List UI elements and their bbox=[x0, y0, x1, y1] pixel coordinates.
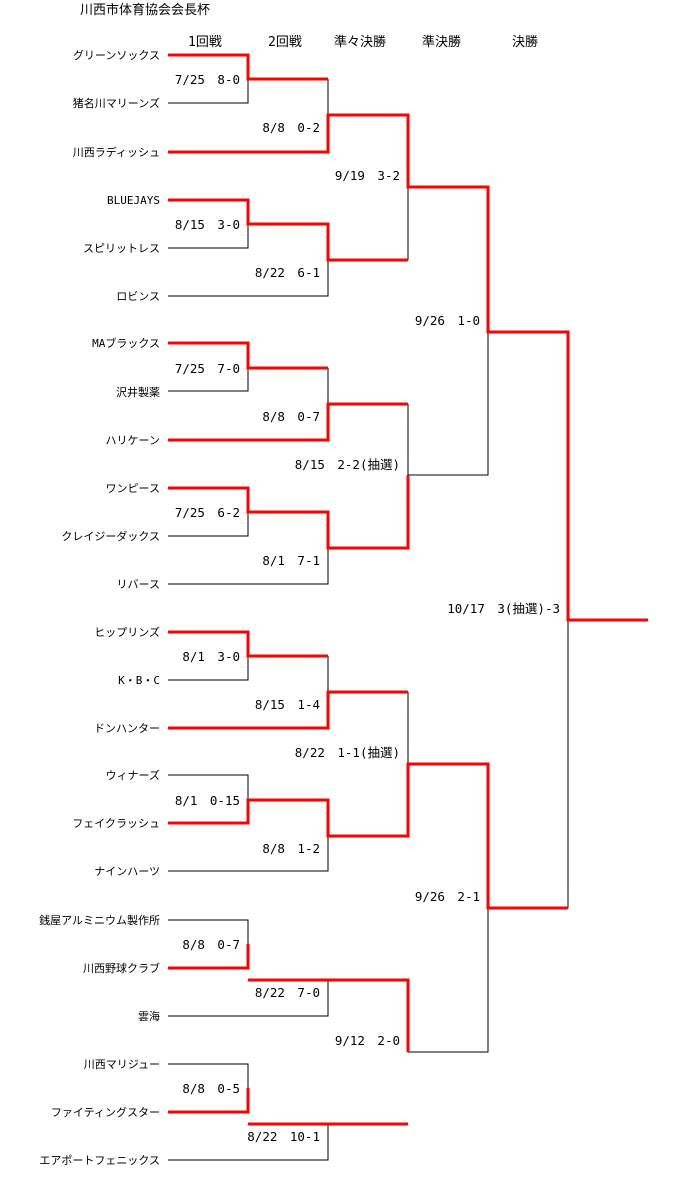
match-result-r1-8: 8/8 0-5 bbox=[182, 1081, 240, 1096]
match-result-r1-1: 7/25 8-0 bbox=[175, 72, 240, 87]
match-result-r2-8: 8/22 10-1 bbox=[247, 1129, 320, 1144]
match-result-r2-7: 8/22 7-0 bbox=[255, 985, 320, 1000]
team-name: 猪名川マリーンズ bbox=[73, 96, 160, 110]
team-name: ウィナーズ bbox=[106, 768, 160, 782]
match-result-r2-5: 8/15 1-4 bbox=[255, 697, 320, 712]
match-result-r1-3: 7/25 7-0 bbox=[175, 361, 240, 376]
team-name: リバース bbox=[117, 578, 160, 591]
match-result-r1-2: 8/15 3-0 bbox=[175, 217, 240, 232]
match-result-final: 10/17 3(抽選)-3 bbox=[447, 601, 560, 616]
match-result-r2-1: 8/8 0-2 bbox=[262, 120, 320, 135]
team-name: エアポートフェニックス bbox=[39, 1154, 160, 1167]
team-name: ファイティングスター bbox=[51, 1105, 160, 1119]
match-result-r1-7: 8/8 0-7 bbox=[182, 937, 240, 952]
match-results: 7/25 8-0 8/15 3-0 7/25 7-0 7/25 6-2 8/1 … bbox=[175, 72, 560, 1144]
match-result-qf-4: 9/12 2-0 bbox=[335, 1033, 400, 1048]
match-result-r2-6: 8/8 1-2 bbox=[262, 841, 320, 856]
match-result-sf-2: 9/26 2-1 bbox=[415, 889, 480, 904]
match-result-r1-5: 8/1 3-0 bbox=[182, 649, 240, 664]
round-header-4: 準決勝 bbox=[422, 34, 461, 50]
match-result-r1-4: 7/25 6-2 bbox=[175, 505, 240, 520]
match-result-qf-1: 9/19 3-2 bbox=[335, 168, 400, 183]
team-name: MAブラックス bbox=[92, 336, 160, 350]
team-name: スピリットレス bbox=[83, 242, 160, 255]
round-headers: 1回戦 2回戦 準々決勝 準決勝 決勝 bbox=[188, 34, 538, 50]
bracket-lines-win bbox=[168, 53, 648, 1126]
team-name: BLUEJAYS bbox=[107, 194, 160, 207]
team-name: ハリケーン bbox=[106, 434, 160, 447]
team-name: 雲海 bbox=[138, 1009, 160, 1023]
team-name: 沢井製薬 bbox=[116, 385, 160, 399]
team-name: ロビンス bbox=[116, 290, 160, 303]
round-header-1: 1回戦 bbox=[188, 35, 222, 50]
team-name: クレイジーダックス bbox=[61, 529, 160, 543]
team-name: グリーンソックス bbox=[73, 48, 160, 62]
team-name: フェイクラッシュ bbox=[72, 817, 160, 830]
team-name: ヒップリンズ bbox=[94, 625, 160, 639]
round-header-2: 2回戦 bbox=[268, 35, 302, 50]
team-name: 銭屋アルミニウム製作所 bbox=[39, 913, 160, 927]
round-header-5: 決勝 bbox=[512, 35, 538, 50]
match-result-r1-6: 8/1 0-15 bbox=[175, 793, 240, 808]
match-result-r2-2: 8/22 6-1 bbox=[255, 265, 320, 280]
team-name: ドンハンター bbox=[94, 722, 160, 735]
team-name: K・B・C bbox=[118, 674, 160, 687]
match-result-sf-1: 9/26 1-0 bbox=[415, 313, 480, 328]
match-result-qf-2: 8/15 2-2(抽選) bbox=[295, 457, 400, 472]
match-result-r2-4: 8/1 7-1 bbox=[262, 553, 320, 568]
team-list: グリーンソックス 猪名川マリーンズ 川西ラディッシュ BLUEJAYS スピリッ… bbox=[39, 48, 160, 1167]
match-result-qf-3: 8/22 1-1(抽選) bbox=[295, 745, 400, 760]
team-name: ナインハーツ bbox=[94, 865, 160, 878]
round-header-3: 準々決勝 bbox=[334, 34, 386, 50]
match-result-r2-3: 8/8 0-7 bbox=[262, 409, 320, 424]
team-name: 川西野球クラブ bbox=[83, 961, 160, 975]
team-name: ワンピース bbox=[106, 482, 160, 495]
tournament-title: 川西市体育協会会長杯 bbox=[80, 2, 210, 18]
bracket-lines-lose bbox=[168, 79, 569, 1161]
team-name: 川西マリジュー bbox=[84, 1058, 160, 1071]
team-name: 川西ラディッシュ bbox=[73, 145, 160, 159]
